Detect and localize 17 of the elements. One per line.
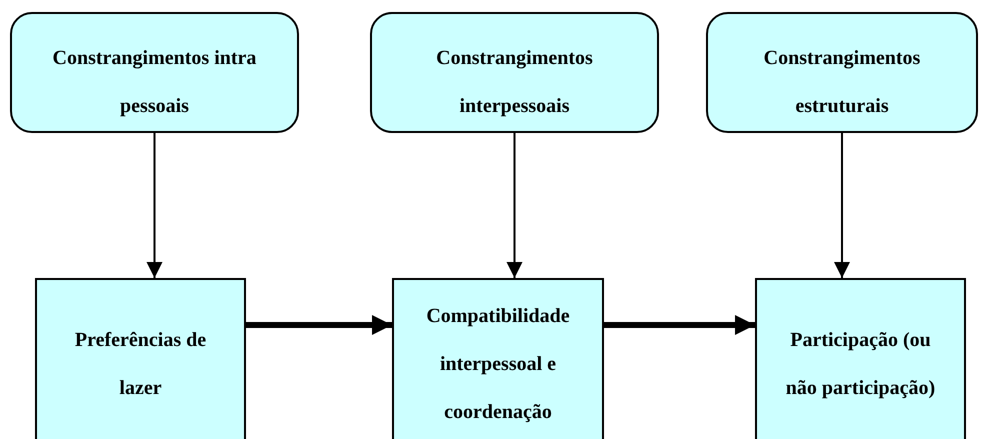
box-label: Preferências de lazer [74, 328, 208, 400]
arrow [246, 315, 392, 335]
constraint-box [10, 12, 299, 133]
box-label: Constrangimentos interpessoais [435, 46, 594, 119]
arrow [506, 133, 522, 278]
arrow [604, 315, 755, 335]
process-box [755, 278, 966, 439]
arrow [834, 133, 850, 278]
box-label: Constrangimentos estruturais [762, 46, 922, 119]
process-box [35, 278, 246, 439]
arrow [146, 133, 162, 278]
constraint-box [370, 12, 659, 133]
constraint-box [706, 12, 978, 133]
process-box [392, 278, 604, 439]
box-label: Constrangimentos intra pessoais [52, 46, 257, 119]
box-label: Compatibilidade interpessoal e coordenação [425, 304, 571, 424]
box-label: Participação (ou não participação) [784, 328, 936, 400]
